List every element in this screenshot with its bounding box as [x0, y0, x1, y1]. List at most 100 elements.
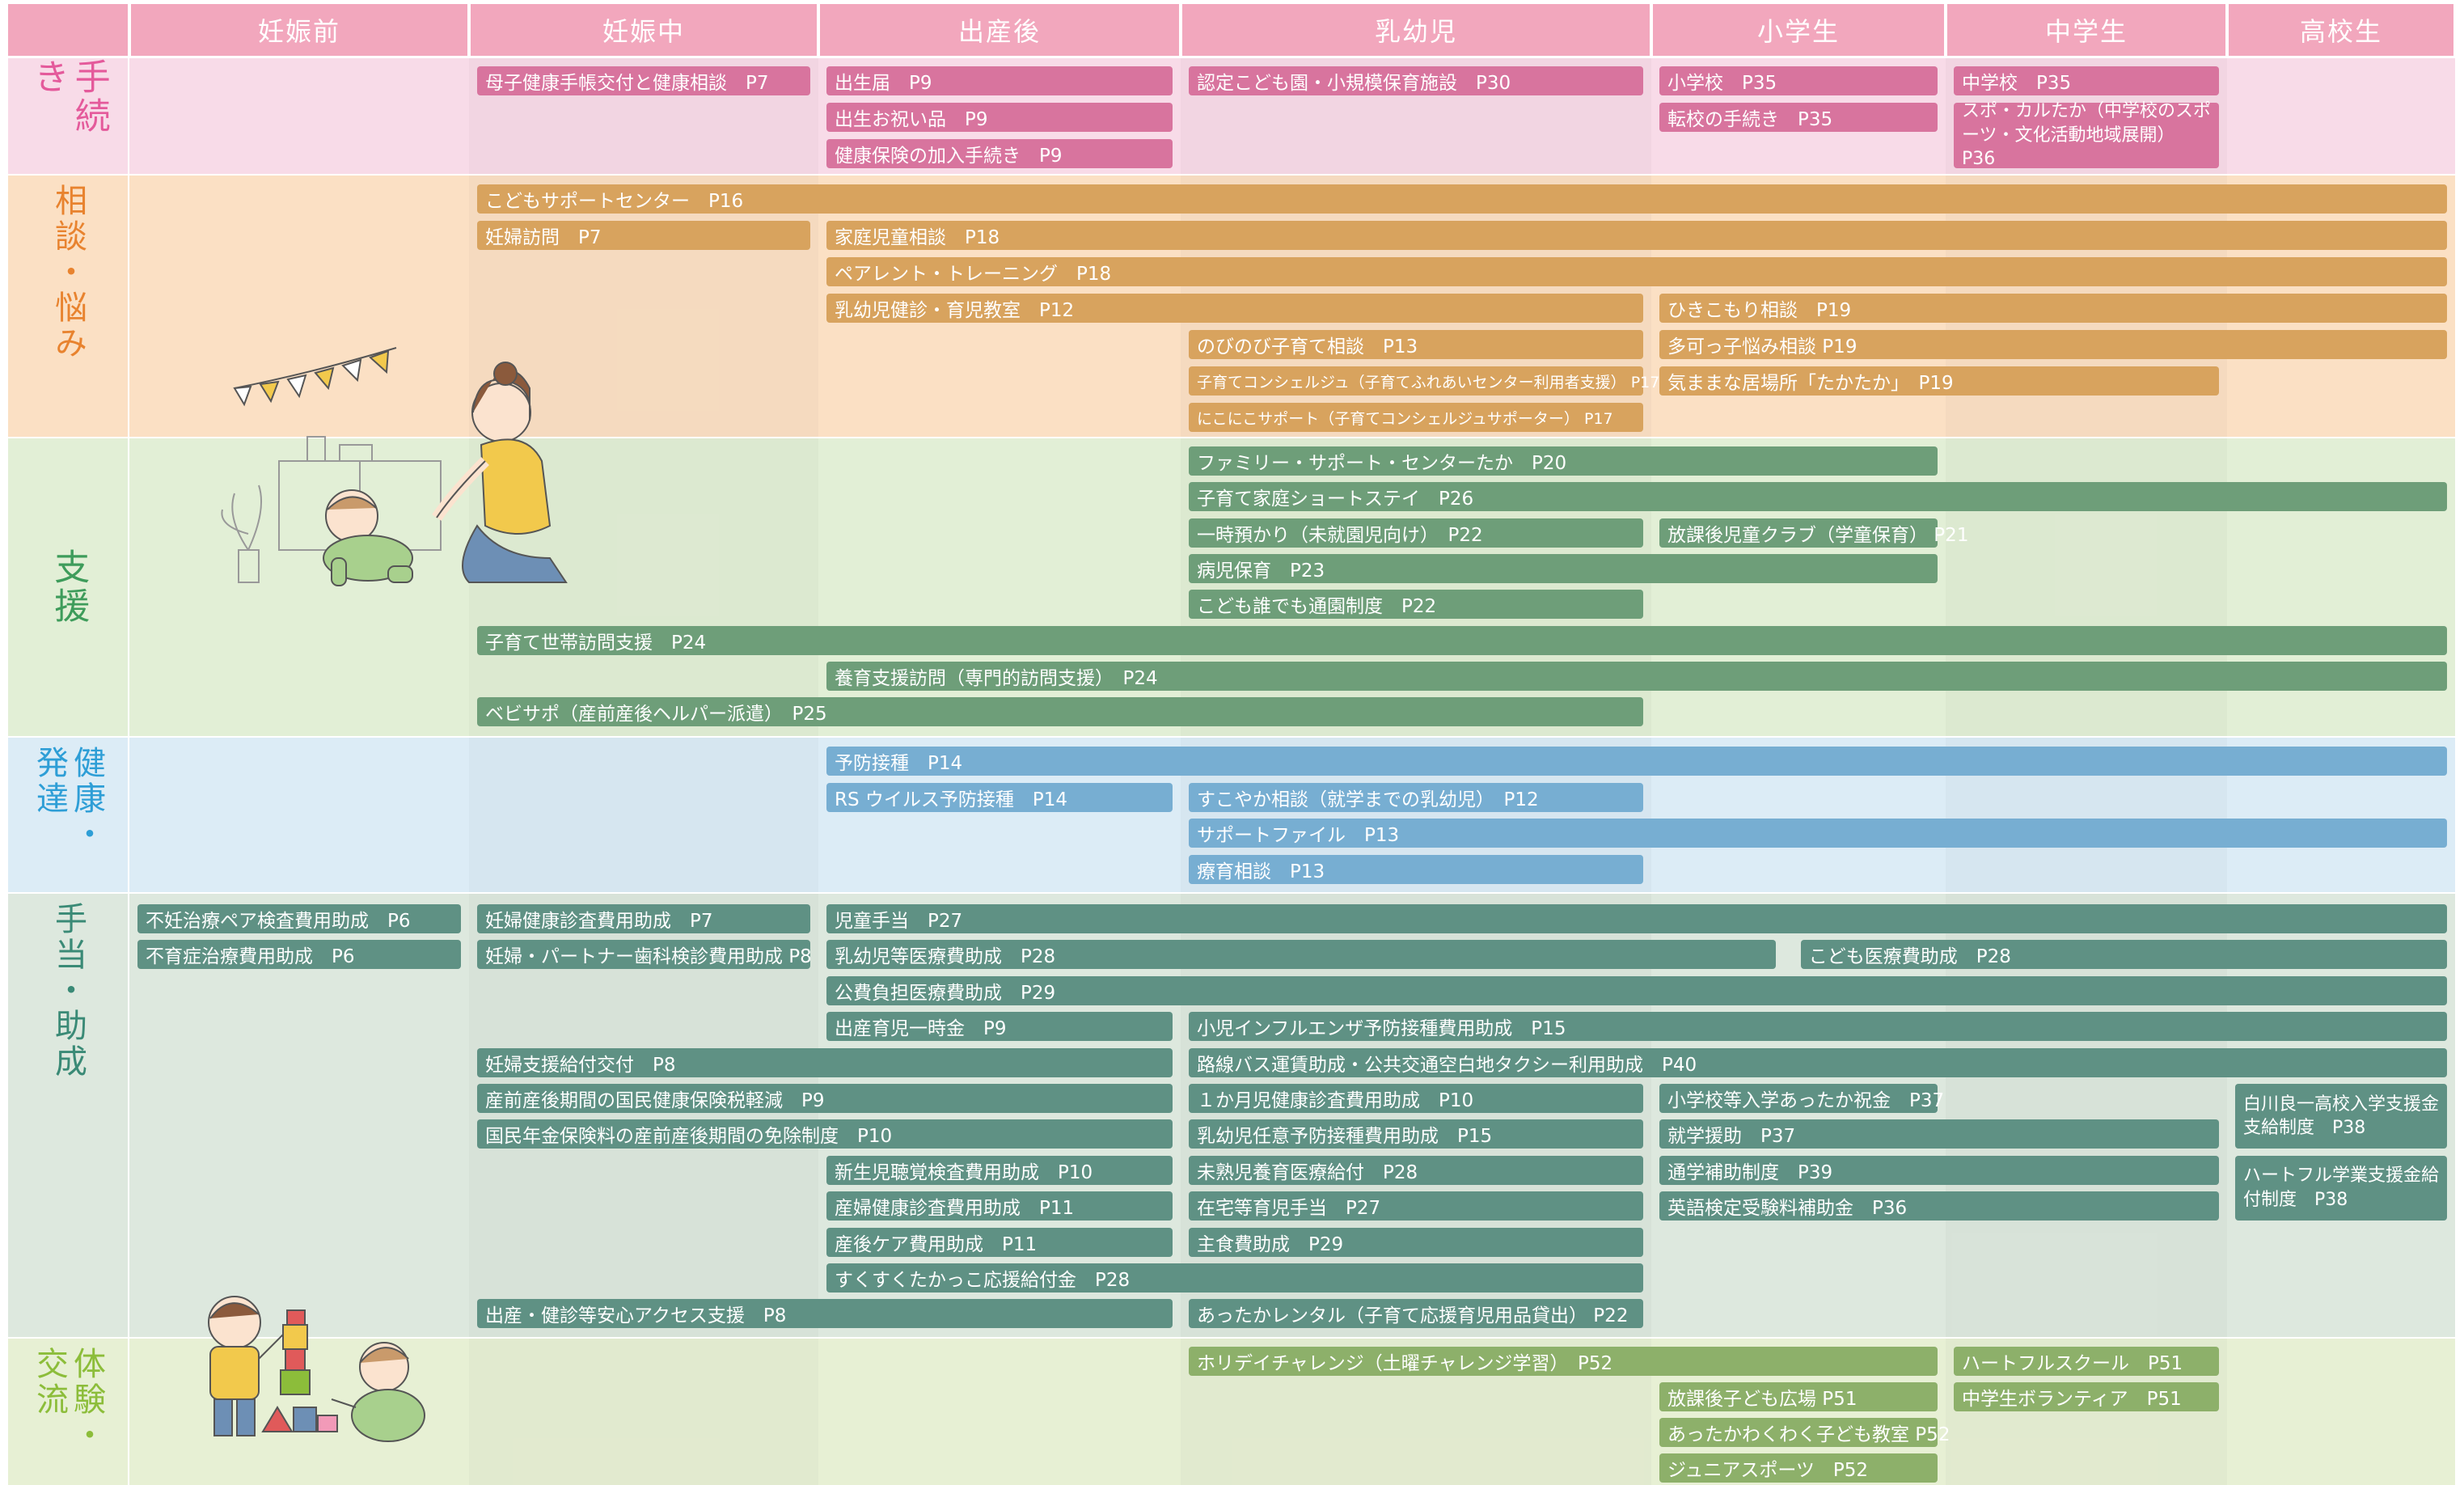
service-bar-support[interactable]: 病児保育 P23: [1189, 553, 1938, 583]
service-bar-support[interactable]: 放課後児童クラブ（学童保育） P21: [1659, 518, 1968, 548]
service-bar-procedures[interactable]: スポ・カルたか（中学校のスポーツ・文化活動地域展開） P36: [1954, 101, 2219, 169]
row-label-health: 健康・発達: [8, 738, 128, 892]
service-bar-consult[interactable]: ペアレント・トレーニング P18: [826, 257, 2447, 286]
service-bar-label: 家庭児童相談 P18: [835, 227, 1000, 248]
service-bar-label: 白川良一高校入学支援金支給制度 P38: [2243, 1094, 2440, 1139]
service-bar-label: ホリデイチャレンジ（土曜チャレンジ学習） P52: [1197, 1353, 1613, 1374]
stage-header-2: 出産後: [820, 4, 1179, 56]
service-bar-experience[interactable]: ホリデイチャレンジ（土曜チャレンジ学習） P52: [1189, 1347, 1938, 1376]
service-bar-allowance[interactable]: 妊婦健康診査費用助成 P7: [477, 904, 810, 933]
row-label-support: 支援: [8, 438, 128, 736]
service-bar-allowance[interactable]: 乳幼児等医療費助成 P28: [826, 940, 1776, 970]
service-bar-consult[interactable]: にこにこサポート（子育てコンシェルジュサポーター） P17: [1189, 403, 1643, 432]
service-bar-allowance[interactable]: 白川良一高校入学支援金支給制度 P38: [2235, 1084, 2447, 1149]
service-bar-allowance[interactable]: 児童手当 P27: [826, 904, 2447, 933]
service-bar-label: 妊婦・パートナー歯科検診費用助成 P8: [485, 946, 812, 968]
service-bar-procedures[interactable]: 中学校 P35: [1954, 66, 2219, 95]
service-bar-allowance[interactable]: 未熟児養育医療給付 P28: [1189, 1155, 1643, 1185]
column-shade: [469, 1339, 818, 1485]
service-bar-consult[interactable]: のびのび子育て相談 P13: [1189, 330, 1643, 359]
service-bar-experience[interactable]: ジュニアスポーツ P52: [1659, 1453, 1938, 1483]
service-bar-allowance[interactable]: 妊婦支援給付交付 P8: [477, 1047, 1173, 1077]
service-bar-experience[interactable]: 放課後子ども広場 P51: [1659, 1382, 1938, 1411]
service-bar-label: ハートフル学業支援金給付制度 P38: [2243, 1166, 2440, 1210]
service-bar-procedures[interactable]: 出生お祝い品 P9: [826, 103, 1173, 132]
service-bar-consult[interactable]: 家庭児童相談 P18: [826, 221, 2447, 250]
service-bar-procedures[interactable]: 小学校 P35: [1659, 66, 1938, 95]
service-bar-support[interactable]: ファミリー・サポート・センターたか P20: [1189, 446, 1938, 476]
service-bar-health[interactable]: 療育相談 P13: [1189, 855, 1643, 885]
service-bar-support[interactable]: ベビサポ（産前産後ヘルパー派遣） P25: [477, 697, 1643, 727]
service-bar-procedures[interactable]: 出生届 P9: [826, 66, 1173, 95]
service-bar-label: あったかわくわく子ども教室 P52: [1667, 1424, 1950, 1445]
service-bar-allowance[interactable]: 在宅等育児手当 P27: [1189, 1191, 1643, 1221]
service-bar-allowance[interactable]: 不育症治療費用助成 P6: [137, 940, 461, 970]
service-bar-consult[interactable]: 多可っ子悩み相談 P19: [1659, 330, 2447, 359]
service-bar-label: 妊婦支援給付交付 P8: [485, 1054, 676, 1076]
service-bar-label: ひきこもり相談 P19: [1667, 300, 1852, 321]
service-bar-allowance[interactable]: こども医療費助成 P28: [1800, 940, 2447, 970]
service-bar-health[interactable]: RS ウイルス予防接種 P14: [826, 782, 1173, 812]
service-bar-allowance[interactable]: 国民年金保険料の産前産後期間の免除制度 P10: [477, 1119, 1173, 1149]
row-label-text: 健康・発達: [31, 746, 105, 852]
row-label-text: 相談・悩み: [49, 184, 87, 362]
service-bar-label: 中学生ボランティア P51: [1962, 1389, 2182, 1410]
service-bar-health[interactable]: サポートファイル P13: [1189, 819, 2447, 848]
service-bar-allowance[interactable]: 小児インフルエンザ予防接種費用助成 P15: [1189, 1012, 2447, 1042]
service-bar-allowance[interactable]: 主食費助成 P29: [1189, 1227, 1643, 1257]
service-bar-allowance[interactable]: 新生児聴覚検査費用助成 P10: [826, 1155, 1173, 1185]
service-bar-consult[interactable]: 子育てコンシェルジュ（子育てふれあいセンター利用者支援） P17: [1189, 366, 1659, 396]
service-bar-support[interactable]: こども誰でも通園制度 P22: [1189, 590, 1643, 620]
service-bar-consult[interactable]: こどもサポートセンター P16: [477, 184, 2447, 214]
service-bar-allowance[interactable]: 公費負担医療費助成 P29: [826, 975, 2447, 1005]
service-bar-consult[interactable]: ひきこもり相談 P19: [1659, 294, 2447, 323]
service-bar-experience[interactable]: あったかわくわく子ども教室 P52: [1659, 1418, 1950, 1447]
service-bar-label: すくすくたかっこ応援給付金 P28: [835, 1270, 1131, 1291]
service-bar-procedures[interactable]: 健康保険の加入手続き P9: [826, 139, 1173, 168]
service-bar-consult[interactable]: 気ままな居場所「たかたか」 P19: [1659, 366, 2219, 396]
column-shade: [469, 738, 818, 892]
service-bar-label: 就学援助 P37: [1667, 1126, 1796, 1148]
service-bar-allowance[interactable]: 英語検定受験料補助金 P36: [1659, 1191, 2219, 1221]
service-bar-label: 不妊治療ペア検査費用助成 P6: [146, 911, 411, 932]
service-bar-allowance[interactable]: あったかレンタル（子育て応援育児用品貸出） P22: [1189, 1299, 1643, 1329]
service-bar-label: 出生届 P9: [835, 73, 932, 94]
service-bar-health[interactable]: すこやか相談（就学までの乳幼児） P12: [1189, 782, 1643, 812]
service-bar-support[interactable]: 養育支援訪問（専門的訪問支援） P24: [826, 661, 2447, 691]
service-bar-label: 国民年金保険料の産前産後期間の免除制度 P10: [485, 1126, 893, 1148]
service-bar-allowance[interactable]: 不妊治療ペア検査費用助成 P6: [137, 904, 461, 933]
row-label-text: 手続き: [27, 58, 110, 136]
service-bar-consult[interactable]: 妊婦訪問 P7: [477, 221, 810, 250]
service-bar-health[interactable]: 予防接種 P14: [826, 747, 2447, 776]
service-bar-allowance[interactable]: 通学補助制度 P39: [1659, 1155, 2219, 1185]
service-bar-allowance[interactable]: 産婦健康診査費用助成 P11: [826, 1191, 1173, 1221]
service-bar-label: あったかレンタル（子育て応援育児用品貸出） P22: [1197, 1305, 1629, 1327]
service-bar-allowance[interactable]: 妊婦・パートナー歯科検診費用助成 P8: [477, 940, 812, 970]
service-bar-allowance[interactable]: 小学校等入学あったか祝金 P37: [1659, 1084, 1944, 1113]
service-bar-label: 転校の手続き P35: [1667, 109, 1833, 130]
service-bar-allowance[interactable]: すくすくたかっこ応援給付金 P28: [826, 1263, 1643, 1292]
service-bar-support[interactable]: 子育て家庭ショートステイ P26: [1189, 482, 2447, 512]
service-bar-allowance[interactable]: 就学援助 P37: [1659, 1119, 2219, 1149]
service-bar-allowance[interactable]: ハートフル学業支援金給付制度 P38: [2235, 1155, 2447, 1221]
service-bar-procedures[interactable]: 転校の手続き P35: [1659, 103, 1938, 132]
service-bar-allowance[interactable]: １か月児健康診査費用助成 P10: [1189, 1084, 1643, 1113]
service-bar-procedures[interactable]: 認定こども園・小規模保育施設 P30: [1189, 66, 1643, 95]
service-bar-consult[interactable]: 乳幼児健診・育児教室 P12: [826, 294, 1643, 323]
service-bar-support[interactable]: 一時預かり（未就園児向け） P22: [1189, 518, 1643, 548]
service-bar-experience[interactable]: ハートフルスクール P51: [1954, 1347, 2219, 1376]
service-bar-label: 多可っ子悩み相談 P19: [1667, 336, 1858, 358]
service-bar-allowance[interactable]: 乳幼児任意予防接種費用助成 P15: [1189, 1119, 1643, 1149]
row-label-bg-support: [8, 438, 128, 736]
service-bar-allowance[interactable]: 路線バス運賃助成・公共交通空白地タクシー利用助成 P40: [1189, 1047, 2447, 1077]
stage-header-1: 妊娠中: [471, 4, 817, 56]
service-bar-allowance[interactable]: 産前産後期間の国民健康保険税軽減 P9: [477, 1084, 1173, 1113]
service-bar-allowance[interactable]: 出産・健診等安心アクセス支援 P8: [477, 1299, 1173, 1329]
row-label-bg-allowance: [8, 894, 128, 1337]
service-bar-support[interactable]: 子育て世帯訪問支援 P24: [477, 625, 2447, 655]
service-bar-allowance[interactable]: 出産育児一時金 P9: [826, 1012, 1173, 1042]
service-bar-procedures[interactable]: 母子健康手帳交付と健康相談 P7: [477, 66, 810, 95]
service-bar-experience[interactable]: 中学生ボランティア P51: [1954, 1382, 2219, 1411]
service-bar-label: 気ままな居場所「たかたか」 P19: [1667, 373, 1954, 394]
service-bar-allowance[interactable]: 産後ケア費用助成 P11: [826, 1227, 1173, 1257]
